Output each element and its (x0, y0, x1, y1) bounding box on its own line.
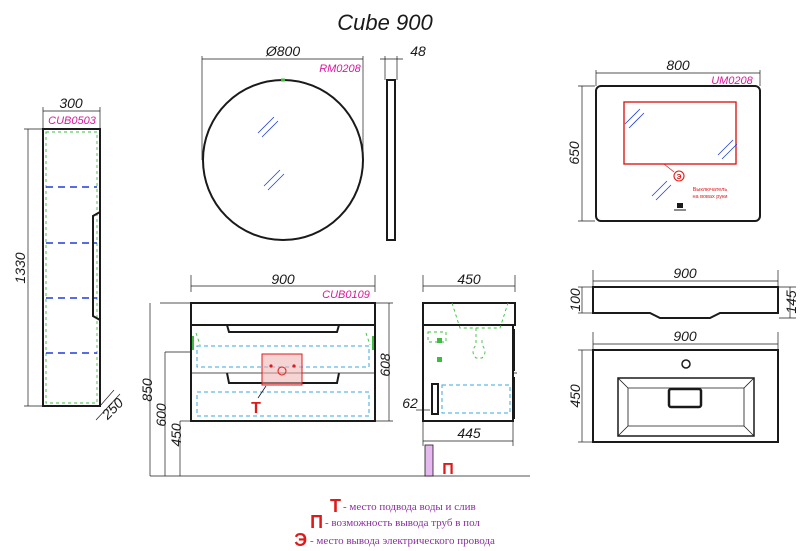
side-drawer-inner (441, 384, 511, 414)
water-inlet-right (292, 364, 296, 368)
basin-145-label: 145 (783, 290, 799, 314)
rect-mirror-code: UM0208 (711, 75, 753, 87)
glare-line (628, 112, 645, 129)
round-mirror-side-profile (386, 79, 396, 241)
side-basin-top (422, 302, 516, 326)
legend: Т - место подвода воды и слив П - возмож… (294, 496, 495, 550)
side-cabinet-body (422, 324, 514, 422)
side-green-mark (437, 357, 442, 362)
dim-445-label: 445 (457, 425, 481, 441)
socket-marker-letter: Э (677, 174, 682, 181)
side-width-label: 450 (457, 271, 481, 287)
vanity-code: CUB0109 (322, 289, 370, 301)
side-green-mark (437, 338, 442, 343)
basin-bowl-outer (617, 377, 755, 437)
round-mirror-view: Ø800 RM0208 48 (201, 43, 426, 241)
basin-100-label: 100 (567, 288, 583, 312)
water-inlet-left (269, 364, 273, 368)
switch-note-line1: Выключатель (693, 187, 728, 193)
vanity-front-view: 900 CUB0109 Т 850 600 450 608 (139, 271, 530, 477)
basin-top-outline (592, 349, 779, 443)
dim-608-label: 608 (377, 353, 393, 377)
water-supply-area (261, 353, 303, 386)
round-mirror-code: RM0208 (319, 63, 361, 75)
rect-height-label: 650 (566, 141, 582, 165)
side-wall-bracket (431, 383, 439, 415)
switch-note-line2: на вовах руки (693, 194, 728, 200)
glare-line (261, 120, 279, 138)
glare-line (257, 116, 275, 134)
side-siphon (472, 328, 486, 359)
basin-profile-view: 900 100 145 (567, 265, 799, 319)
dim-600-label: 600 (153, 403, 169, 427)
socket-leader (663, 163, 675, 173)
green-hinge-marks (192, 336, 374, 350)
drain-hole (277, 366, 287, 376)
side-basin-bowl (451, 302, 509, 329)
top-width-label: 900 (673, 328, 697, 344)
glare-line (267, 173, 285, 191)
rect-mirror-view: 800 UM0208 Э Выключатель на вовах руки 6… (566, 57, 761, 222)
rect-mirror-led-area (623, 101, 737, 165)
lower-drawer-inner (196, 391, 370, 417)
rect-width-label: 800 (666, 57, 690, 73)
vanity-width-label: 900 (271, 271, 295, 287)
legend-text-p: - возможность вывода труб в пол (325, 517, 480, 529)
pencil-handle (92, 211, 101, 321)
glare-line (655, 184, 672, 201)
pencil-case-inner-outline (45, 131, 98, 404)
pencil-case-view: 300 CUB0503 1330 250 (12, 95, 127, 423)
pencil-depth-label: 250 (98, 394, 127, 423)
round-depth-label: 48 (410, 43, 426, 59)
vanity-side-view: 450 62 445 П (402, 271, 517, 478)
glare-line (624, 108, 641, 125)
floor-pipe (424, 444, 434, 477)
legend-text-t: - место подвода воды и слив (343, 501, 476, 513)
pencil-depth-dimline (95, 393, 121, 421)
basin-top-view: 900 450 (567, 328, 779, 443)
pencil-case-body (42, 128, 101, 407)
top-depth-label: 450 (567, 384, 583, 408)
round-mirror-outline (202, 79, 364, 241)
t-marker-leader (257, 385, 267, 399)
dim-850-label: 850 (139, 378, 155, 402)
round-diameter-label: Ø800 (265, 43, 300, 59)
p-marker: П (442, 461, 454, 478)
basin-profile (592, 286, 779, 319)
upper-drawer-inner (196, 345, 370, 368)
glare-line (263, 169, 281, 187)
dim-62-label: 62 (402, 395, 418, 411)
socket-marker-circle (673, 170, 685, 182)
legend-letter-e: Э (294, 530, 307, 550)
switch-sensor (677, 203, 683, 208)
pencil-height-label: 1330 (12, 252, 28, 283)
pencil-width-label: 300 (59, 95, 83, 111)
vanity-basin-top (190, 302, 376, 326)
glare-line (651, 180, 668, 197)
drawer-slide (195, 332, 371, 346)
faucet-hole (681, 359, 691, 369)
legend-text-e: - место вывода электрического провода (310, 535, 495, 547)
rect-mirror-outline (595, 85, 761, 222)
pencil-code: CUB0503 (48, 115, 97, 127)
legend-letter-p: П (310, 512, 323, 532)
drawing-title: Cube 900 (337, 10, 433, 35)
pencil-depth-leader (99, 389, 115, 407)
glare-line (717, 139, 734, 156)
basin-width-label: 900 (673, 265, 697, 281)
upper-drawer-handle (226, 324, 340, 333)
t-marker: Т (251, 400, 261, 417)
legend-letter-t: Т (330, 496, 341, 516)
glare-line (721, 143, 738, 160)
side-lower-front (512, 377, 515, 419)
side-upper-front (512, 329, 515, 371)
dim-450-label: 450 (168, 423, 184, 447)
basin-drain (667, 387, 703, 409)
